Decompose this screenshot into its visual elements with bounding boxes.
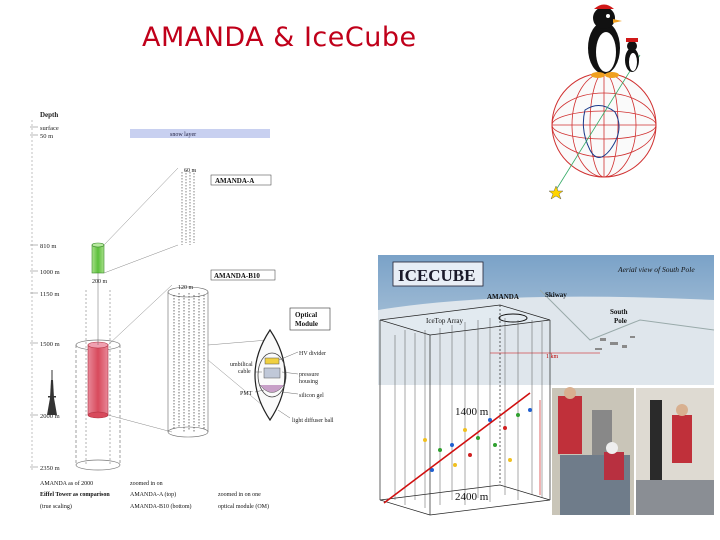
label-1km: 1 km <box>546 354 559 360</box>
amanda-b10-label: AMANDA-B10 <box>214 272 260 280</box>
distance-60m: 60 m <box>184 168 197 174</box>
icetop-label: IceTop Array <box>426 317 464 325</box>
depth-label-50m: 50 m <box>40 133 53 140</box>
depth-2400m: 2400 m <box>455 491 489 503</box>
depth-ticks: surface 50 m 810 m 1000 m 1150 m 1500 m … <box>40 125 60 472</box>
icecube-panel: Aerial view of South Pole AMANDA Skiway … <box>378 255 715 516</box>
caption-3-line-2: optical module (OM) <box>218 503 269 510</box>
caption-1-line-2: Eiffel Tower as comparison <box>40 492 110 498</box>
silicon-gel-label: silicon gel <box>299 393 324 399</box>
diffuser-label: light diffuser ball <box>292 417 334 424</box>
depth-1400m: 1400 m <box>455 406 489 418</box>
depth-label-1000m: 1000 m <box>40 269 60 276</box>
amanda-b10-volume <box>87 344 109 416</box>
depth-header: Depth <box>40 111 58 119</box>
amanda-a-label: AMANDA-A <box>215 177 254 185</box>
amanda-a-strings <box>181 170 195 245</box>
diameter-200m: 200 m <box>92 279 108 285</box>
eiffel-tower-icon <box>47 370 57 415</box>
icecube-strings <box>394 318 543 508</box>
optical-module-diagram <box>207 328 299 422</box>
depth-label-2350m: 2350 m <box>40 465 60 472</box>
amanda-a-volume <box>91 244 105 274</box>
distance-120m: 120 m <box>178 285 194 291</box>
depth-label-810m: 810 m <box>40 243 56 250</box>
muon-track <box>383 392 531 504</box>
slide-title: AMANDA & IceCube <box>142 22 417 53</box>
pmt-label: PMT <box>240 391 253 397</box>
depth-label-2000m: 2000 m <box>40 413 60 420</box>
snow-layer-bar <box>130 129 270 138</box>
depth-label-surface: surface <box>40 125 59 132</box>
amanda-b10-strings <box>173 293 205 432</box>
caption-1-line-1: AMANDA as of 2000 <box>40 480 93 487</box>
caption-2-line-2: AMANDA-A (top) <box>130 491 176 498</box>
aerial-caption: Aerial view of South Pole <box>617 265 695 274</box>
skiway-label: Skiway <box>545 291 567 299</box>
caption-2-line-3: AMANDA-B10 (bottom) <box>130 503 192 510</box>
caption-3-line-1: zoomed in on one <box>218 492 261 498</box>
penguin-globe-logo <box>547 0 657 200</box>
depth-label-1150m: 1150 m <box>40 291 59 298</box>
icecube-logo: ICECUBE <box>398 266 475 285</box>
event-hits <box>423 408 532 472</box>
caption-1-line-3: (true scaling) <box>40 503 72 510</box>
depth-label-1500m: 1500 m <box>40 341 60 348</box>
hv-divider-label: HV divider <box>299 351 326 357</box>
depth-diagram: Depth surface 50 m 810 m 1000 m 1150 m 1… <box>30 111 334 510</box>
amanda-marker-label: AMANDA <box>487 293 519 301</box>
caption-2-line-1: zoomed in on <box>130 481 163 487</box>
snow-layer-label: snow layer <box>170 132 196 138</box>
